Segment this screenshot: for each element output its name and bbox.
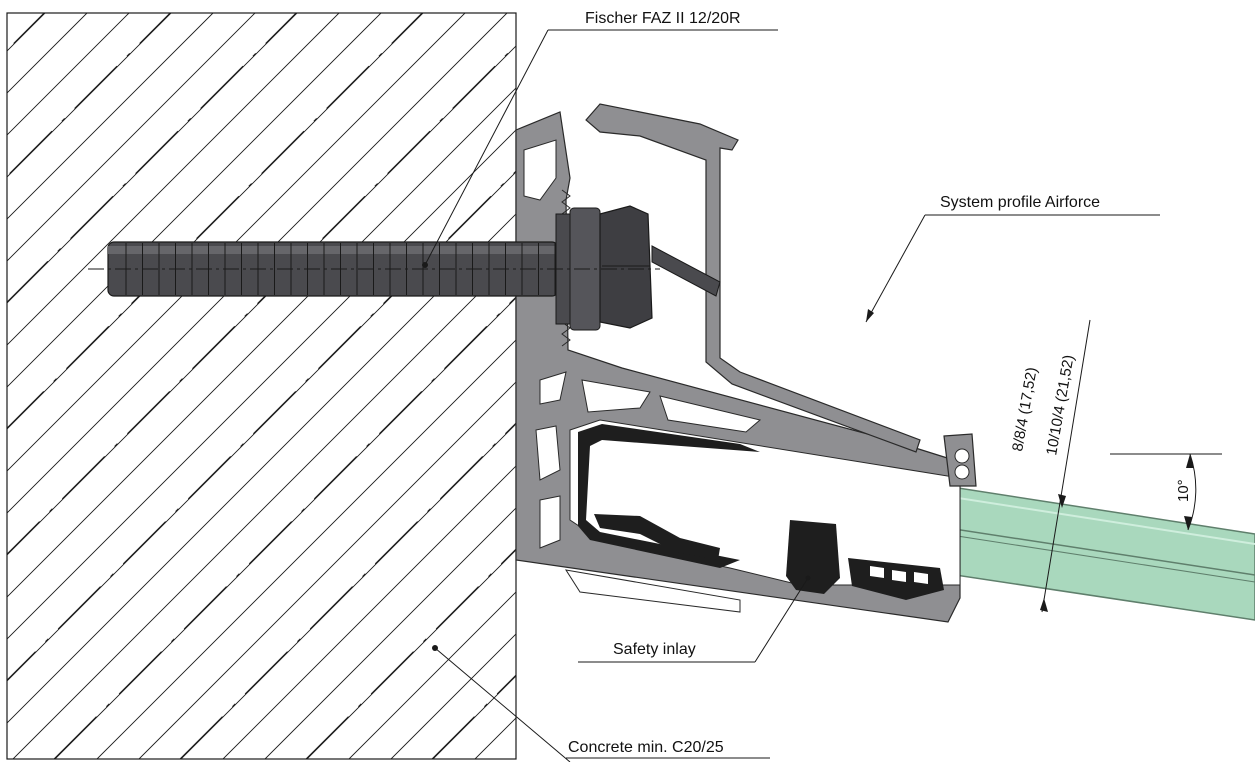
- slope-angle-dimension: [1110, 453, 1222, 531]
- safety-inlay: [786, 520, 840, 594]
- concrete-wall: [6, 12, 517, 760]
- anchor-label: Fischer FAZ II 12/20R: [585, 10, 741, 27]
- concrete-leader: [432, 645, 770, 762]
- aluminium-profile: [515, 103, 977, 623]
- profile-label: System profile Airforce: [940, 194, 1100, 211]
- concrete-label: Concrete min. C20/25: [568, 739, 724, 756]
- anchor-leader: [422, 29, 778, 268]
- glass-dimension-2: 10/10/4 (21,52): [1043, 354, 1077, 457]
- anchor-bolt: [88, 205, 721, 331]
- rubber-gaskets: [578, 424, 944, 600]
- inlay-label: Safety inlay: [613, 641, 696, 658]
- profile-leader: [865, 214, 1160, 323]
- glass-dimension-1: 8/8/4 (17,52): [1009, 366, 1041, 453]
- glass-thickness-dimension: [1040, 319, 1091, 613]
- inlay-leader: [578, 575, 811, 663]
- concrete-hatching: [7, 13, 516, 759]
- slope-angle-label: 10°: [1175, 479, 1192, 502]
